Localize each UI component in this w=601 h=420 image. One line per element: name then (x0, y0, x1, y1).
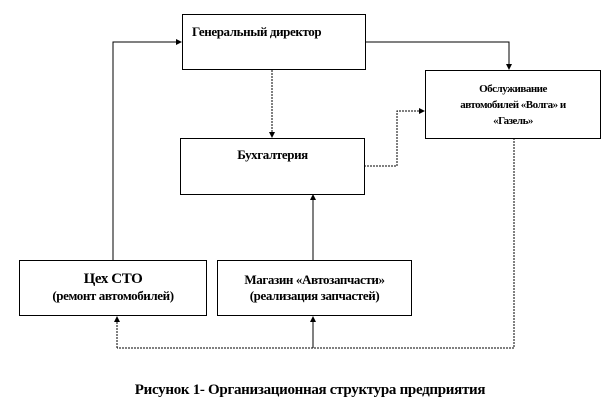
service-line-2: автомобилей «Волга» и (460, 99, 566, 111)
node-accounting-label: Бухгалтерия (237, 147, 308, 162)
arrow-director-to-service (366, 41, 512, 70)
arrow-accounting-to-service (364, 108, 425, 167)
node-shop-label: Магазин «Автозапчасти» (реализация запча… (218, 261, 411, 304)
node-accounting: Бухгалтерия (180, 138, 365, 195)
node-shop: Магазин «Автозапчасти» (реализация запча… (217, 260, 412, 316)
node-director: Генеральный директор (182, 14, 366, 70)
node-service: Обслуживание автомобилей «Волга» и «Газе… (425, 70, 601, 139)
service-line-3: «Газель» (493, 115, 533, 127)
line-service-bottom (117, 138, 515, 349)
workshop-line-2: (ремонт автомобилей) (52, 288, 174, 303)
figure-caption: Рисунок 1- Организационная структура пре… (134, 382, 486, 398)
arrow-workshop-to-director (112, 39, 182, 260)
node-workshop: Цех СТО (ремонт автомобилей) (19, 260, 207, 316)
service-line-1: Обслуживание (479, 83, 547, 95)
workshop-line-1: Цех СТО (83, 271, 143, 287)
shop-line-1: Магазин «Автозапчасти» (244, 272, 385, 287)
node-director-label: Генеральный директор (192, 24, 322, 39)
shop-line-2: (реализация запчастей) (249, 288, 380, 303)
node-service-label: Обслуживание автомобилей «Волга» и «Газе… (426, 71, 600, 129)
node-workshop-label: Цех СТО (ремонт автомобилей) (20, 261, 206, 304)
